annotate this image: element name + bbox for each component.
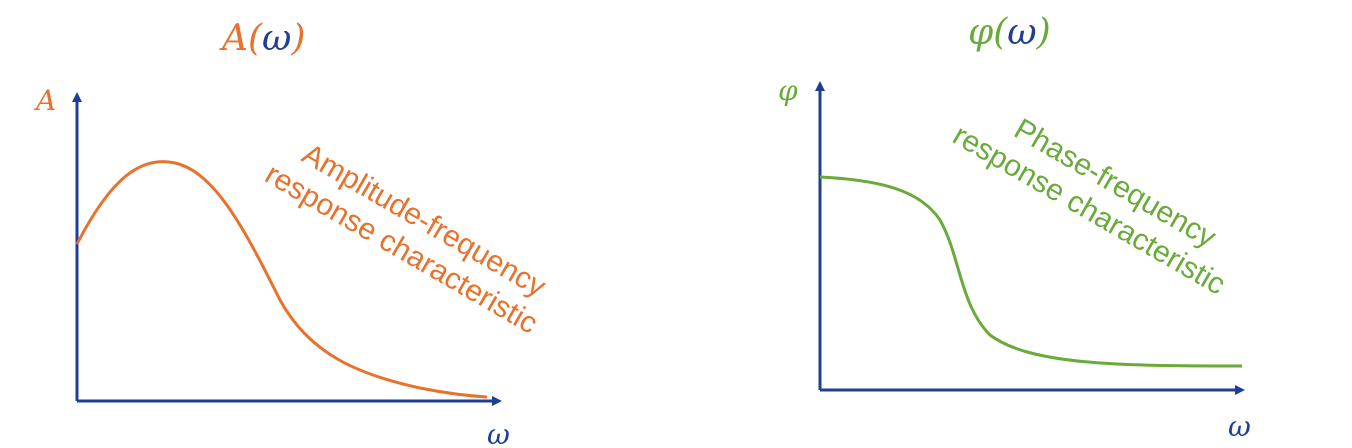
phase-title-close: ): [1036, 12, 1051, 53]
phase-x-label: ω: [1228, 410, 1251, 443]
phase-curve: [819, 175, 1243, 368]
phase-plot: φ(ω) φ ω Phase-frequency response charac…: [778, 12, 1251, 443]
amplitude-curve: [75, 160, 488, 399]
amplitude-title-open: (: [248, 18, 263, 59]
amplitude-caption: Amplitude-frequency response characteris…: [259, 126, 561, 340]
amplitude-title-prefix: A: [219, 18, 248, 59]
phase-title-open: (: [993, 12, 1008, 53]
amplitude-title: A(ω): [219, 18, 305, 59]
amplitude-x-label: ω: [487, 418, 510, 448]
phase-title-var: ω: [1007, 12, 1036, 53]
amplitude-title-close: ): [290, 18, 305, 59]
amplitude-y-label: A: [33, 84, 56, 117]
amplitude-plot: A(ω) A ω Amplitude-frequency response ch…: [33, 18, 561, 448]
phase-y-label: φ: [778, 74, 798, 107]
phase-title-prefix: φ: [968, 12, 994, 53]
phase-title: φ(ω): [968, 12, 1051, 53]
phase-caption: Phase-frequency response characteristic: [947, 87, 1249, 301]
amplitude-title-var: ω: [262, 18, 291, 59]
